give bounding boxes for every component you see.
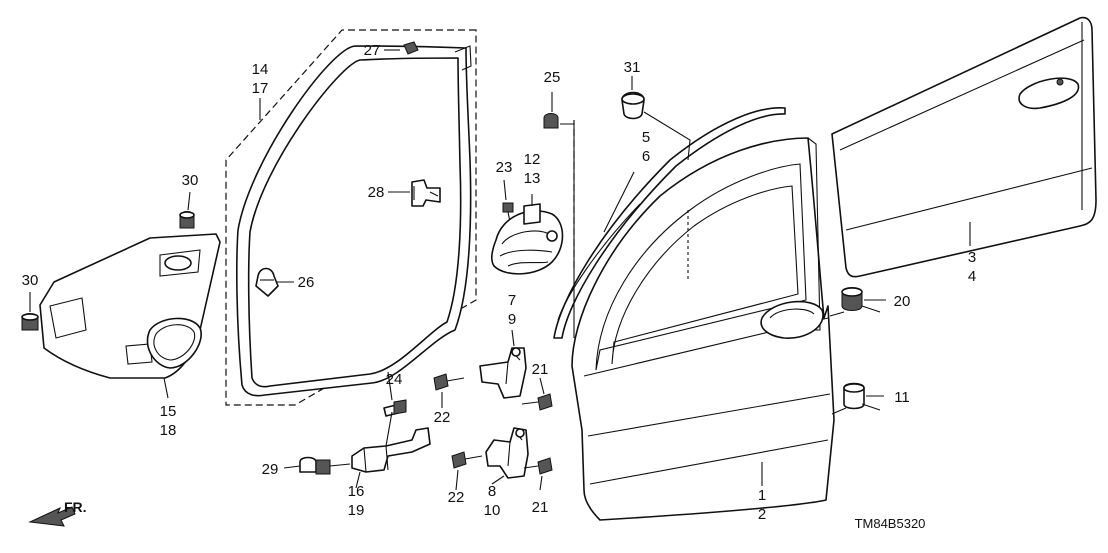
label-21-upper: 21 <box>532 361 549 378</box>
door-window-frame <box>595 163 807 371</box>
grommet-20 <box>841 287 863 311</box>
label-29: 29 <box>262 461 279 478</box>
clip-30-lower <box>21 313 39 331</box>
upper-hinge <box>479 347 527 399</box>
bolt-29 <box>299 456 351 475</box>
label-22-upper: 22 <box>434 409 451 426</box>
inner-cover-body <box>39 233 221 379</box>
label-31: 31 <box>624 59 641 76</box>
door-inner-cover <box>39 233 221 379</box>
bolt-24 <box>393 399 407 415</box>
label-28: 28 <box>368 184 385 201</box>
label-22-lower: 22 <box>448 489 465 506</box>
clip-30-upper <box>179 211 195 229</box>
label-11: 11 <box>894 389 910 406</box>
clip-28 <box>411 179 441 207</box>
leader-lines <box>29 49 971 491</box>
bolt-21-upper <box>521 393 553 411</box>
label-25: 25 <box>544 69 561 86</box>
label-24: 24 <box>386 371 403 388</box>
weatherstrip-corner <box>454 45 472 71</box>
front-arrow-icon <box>28 506 76 527</box>
outer-skin-handle <box>1018 77 1080 110</box>
lower-hinge <box>485 427 529 479</box>
inner-cover-pocket <box>159 249 201 277</box>
weatherstrip-inner <box>247 57 462 388</box>
door-outer-skin <box>831 16 1097 278</box>
door-panel <box>571 137 835 521</box>
door-checker <box>351 403 431 473</box>
door-weatherstrip <box>225 29 477 406</box>
label-26: 26 <box>298 274 315 291</box>
bolt-21-lower <box>523 457 553 475</box>
clip-25 <box>543 113 559 129</box>
label-23: 23 <box>496 159 513 176</box>
direction-label: FR. <box>64 499 87 515</box>
label-20: 20 <box>894 293 911 310</box>
outer-skin-body <box>831 16 1097 278</box>
label-30-lower: 30 <box>22 272 39 289</box>
bumper-11 <box>843 382 865 410</box>
inner-cover-window-b <box>125 343 153 365</box>
inner-cover-window-a <box>49 297 87 339</box>
label-30-upper: 30 <box>182 172 199 189</box>
weatherstrip-boundary <box>225 29 477 406</box>
clip-27 <box>403 41 419 55</box>
outside-handle-assembly <box>491 203 564 275</box>
label-27: 27 <box>364 42 381 59</box>
bolt-22-upper <box>433 373 465 391</box>
cap-31 <box>621 91 645 120</box>
front-direction-indicator: FR. <box>28 499 87 527</box>
clip-26 <box>255 267 279 297</box>
diagram-code: TM84B5320 <box>855 516 926 531</box>
bolt-22-lower <box>451 451 483 469</box>
label-21-lower: 21 <box>532 499 549 516</box>
